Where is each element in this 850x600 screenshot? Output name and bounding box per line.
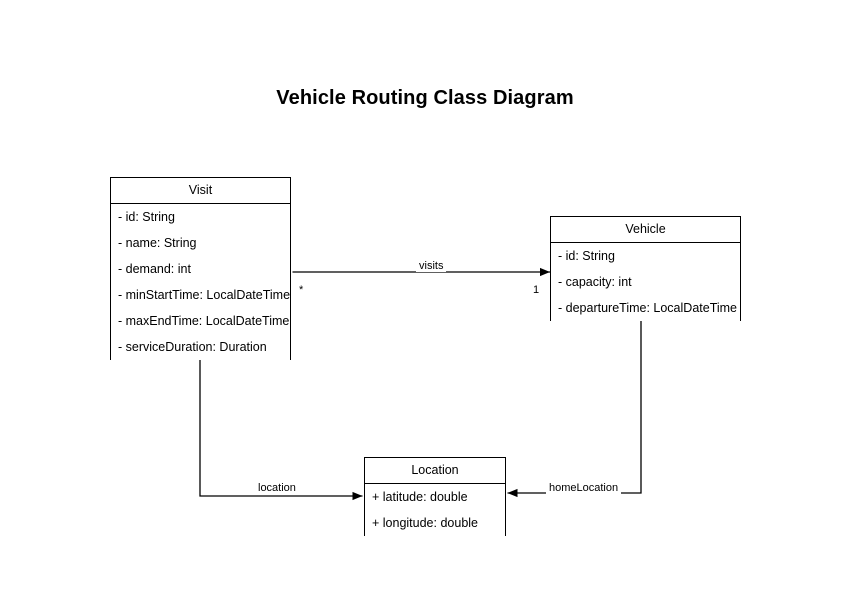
attribute-row: + longitude: double (372, 516, 478, 530)
class-box-visit[interactable]: Visit - id: String - name: String - dema… (110, 177, 291, 360)
attribute-row: - name: String (118, 236, 197, 250)
multiplicity-vehicle-end: 1 (533, 284, 540, 296)
edge-label-location: location (255, 482, 299, 494)
class-box-location[interactable]: Location + latitude: double + longitude:… (364, 457, 506, 536)
attribute-row: - serviceDuration: Duration (118, 340, 267, 354)
edge-label-home-location: homeLocation (546, 482, 622, 494)
edge-home-location (507, 321, 642, 498)
class-name-visit: Visit (111, 178, 290, 204)
edge-label-visits: visits (416, 260, 447, 272)
class-attributes-visit: - id: String - name: String - demand: in… (111, 204, 290, 360)
attribute-row: - capacity: int (558, 275, 632, 289)
attribute-row: - demand: int (118, 262, 191, 276)
class-attributes-vehicle: - id: String - capacity: int - departure… (551, 243, 740, 321)
page-title: Vehicle Routing Class Diagram (276, 87, 574, 109)
class-attributes-location: + latitude: double + longitude: double (365, 484, 505, 536)
attribute-row: - maxEndTime: LocalDateTime (118, 314, 290, 328)
edge-location (199, 360, 363, 501)
class-name-vehicle: Vehicle (551, 217, 740, 243)
class-box-vehicle[interactable]: Vehicle - id: String - capacity: int - d… (550, 216, 741, 321)
multiplicity-visit-end: * (299, 284, 304, 296)
attribute-row: - id: String (558, 249, 615, 263)
class-name-location: Location (365, 458, 505, 484)
attribute-row: - departureTime: LocalDateTime (558, 301, 738, 315)
attribute-row: + latitude: double (372, 490, 468, 504)
attribute-row: - minStartTime: LocalDateTime (118, 288, 290, 302)
attribute-row: - id: String (118, 210, 175, 224)
